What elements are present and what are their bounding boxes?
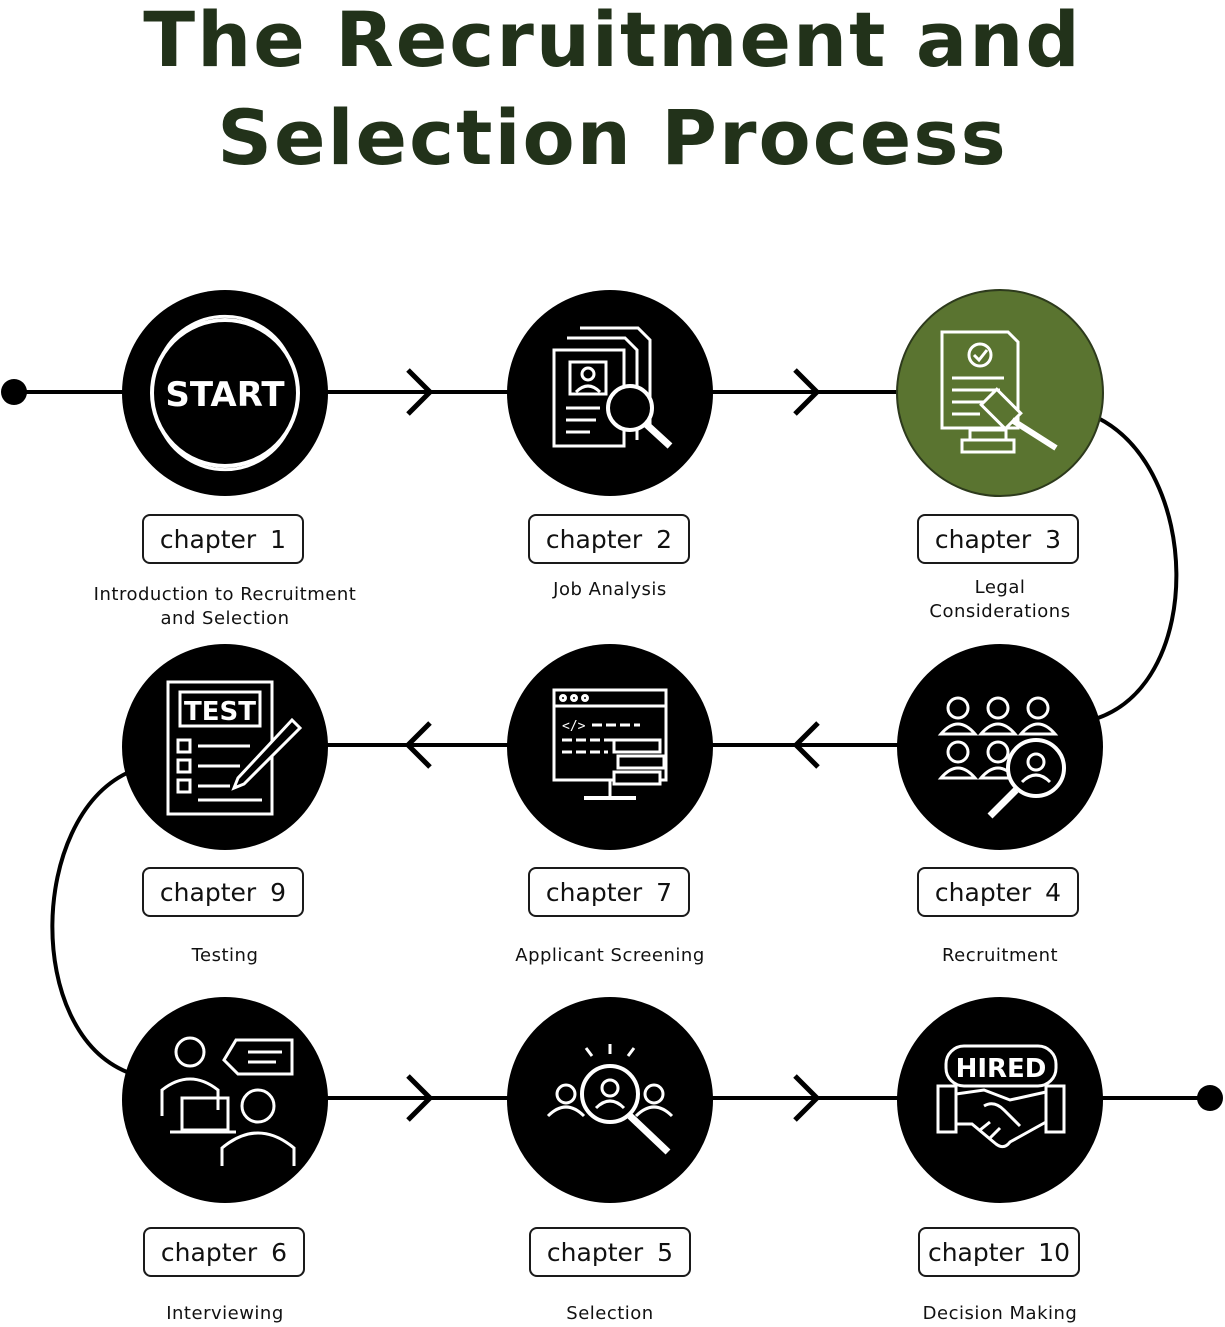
start-dot <box>1 379 27 405</box>
chapter-1-label: Introduction to Recruitment and Selectio… <box>93 584 357 629</box>
chapter-9-num: 9 <box>270 877 287 907</box>
start-badge-icon: START <box>150 314 300 472</box>
chapter-6-word: chapter <box>160 1237 258 1267</box>
hired-text: HIRED <box>956 1054 1047 1084</box>
chapter-6-num: 6 <box>271 1237 288 1267</box>
chapter-7-num: 7 <box>656 877 673 907</box>
chapter-3-chip: chapter 3 <box>917 514 1079 564</box>
chapter-10-word: chapter <box>927 1237 1025 1267</box>
chapter-1-num: 1 <box>270 524 287 554</box>
node-chapter-7: </> <box>507 644 713 850</box>
chapter-3-num: 3 <box>1045 524 1062 554</box>
chapter-9-word: chapter <box>159 877 257 907</box>
chapter-2-chip: chapter 2 <box>528 514 690 564</box>
left-curve <box>50 771 128 1074</box>
node-chapter-6 <box>122 997 328 1203</box>
chapter-6-chip: chapter 6 <box>143 1227 305 1277</box>
node-chapter-9: TEST <box>122 644 328 850</box>
chapter-5-word: chapter <box>546 1237 644 1267</box>
node-chapter-1: START <box>122 290 328 496</box>
arrow-left-1 <box>792 721 820 769</box>
end-dot <box>1197 1085 1223 1111</box>
test-sheet-icon: TEST <box>166 680 303 816</box>
chapter-7-label: Applicant Screening <box>515 945 705 966</box>
chapter-10-label: Decision Making <box>922 1303 1078 1324</box>
chapter-7-word: chapter <box>545 877 643 907</box>
chapter-2-word: chapter <box>545 524 643 554</box>
legal-gavel-icon <box>940 330 1058 454</box>
chapter-10-chip: chapter 10 <box>918 1227 1080 1277</box>
chapter-4-word: chapter <box>934 877 1032 907</box>
code-screen-icon: </> <box>552 688 668 800</box>
chapter-2-num: 2 <box>656 524 673 554</box>
arrow-right-3 <box>406 1074 434 1122</box>
chapter-5-chip: chapter 5 <box>529 1227 691 1277</box>
start-badge-text: START <box>165 375 285 415</box>
node-chapter-2 <box>507 290 713 496</box>
candidate-search-icon <box>546 1044 674 1155</box>
chapter-6-label: Interviewing <box>166 1303 284 1324</box>
test-sheet-text: TEST <box>184 697 256 727</box>
people-search-icon <box>937 696 1066 819</box>
interview-icon <box>160 1036 296 1166</box>
arrows <box>404 368 821 1122</box>
chapter-4-num: 4 <box>1045 877 1062 907</box>
arrow-right-1 <box>406 368 434 416</box>
arrow-left-2 <box>404 721 432 769</box>
node-chapter-10: HIRED <box>897 997 1103 1203</box>
chapter-10-num: 10 <box>1038 1237 1071 1267</box>
svg-text:</>: </> <box>562 719 586 734</box>
node-chapter-3 <box>896 289 1104 497</box>
right-curve <box>1097 416 1179 720</box>
arrow-right-2 <box>793 368 821 416</box>
document-search-icon <box>552 326 673 449</box>
chapter-5-label: Selection <box>566 1303 654 1324</box>
chapter-9-chip: chapter 9 <box>142 867 304 917</box>
chapter-4-chip: chapter 4 <box>917 867 1079 917</box>
chapter-2-label: Job Analysis <box>553 579 667 600</box>
chapter-1-word: chapter <box>159 524 257 554</box>
chapter-3-label: Legal Considerations <box>929 577 1071 622</box>
arrow-right-4 <box>793 1074 821 1122</box>
chapter-3-word: chapter <box>934 524 1032 554</box>
node-chapter-5 <box>507 997 713 1203</box>
hired-handshake-icon: HIRED <box>936 1044 1066 1149</box>
chapter-9-label: Testing <box>191 945 259 966</box>
node-chapter-4 <box>897 644 1103 850</box>
chapter-4-label: Recruitment <box>941 945 1059 966</box>
chapter-7-chip: chapter 7 <box>528 867 690 917</box>
chapter-1-chip: chapter 1 <box>142 514 304 564</box>
chapter-5-num: 5 <box>657 1237 674 1267</box>
title-line-1: The Recruitment and <box>143 0 1082 84</box>
title-line-2: Selection Process <box>217 93 1008 182</box>
